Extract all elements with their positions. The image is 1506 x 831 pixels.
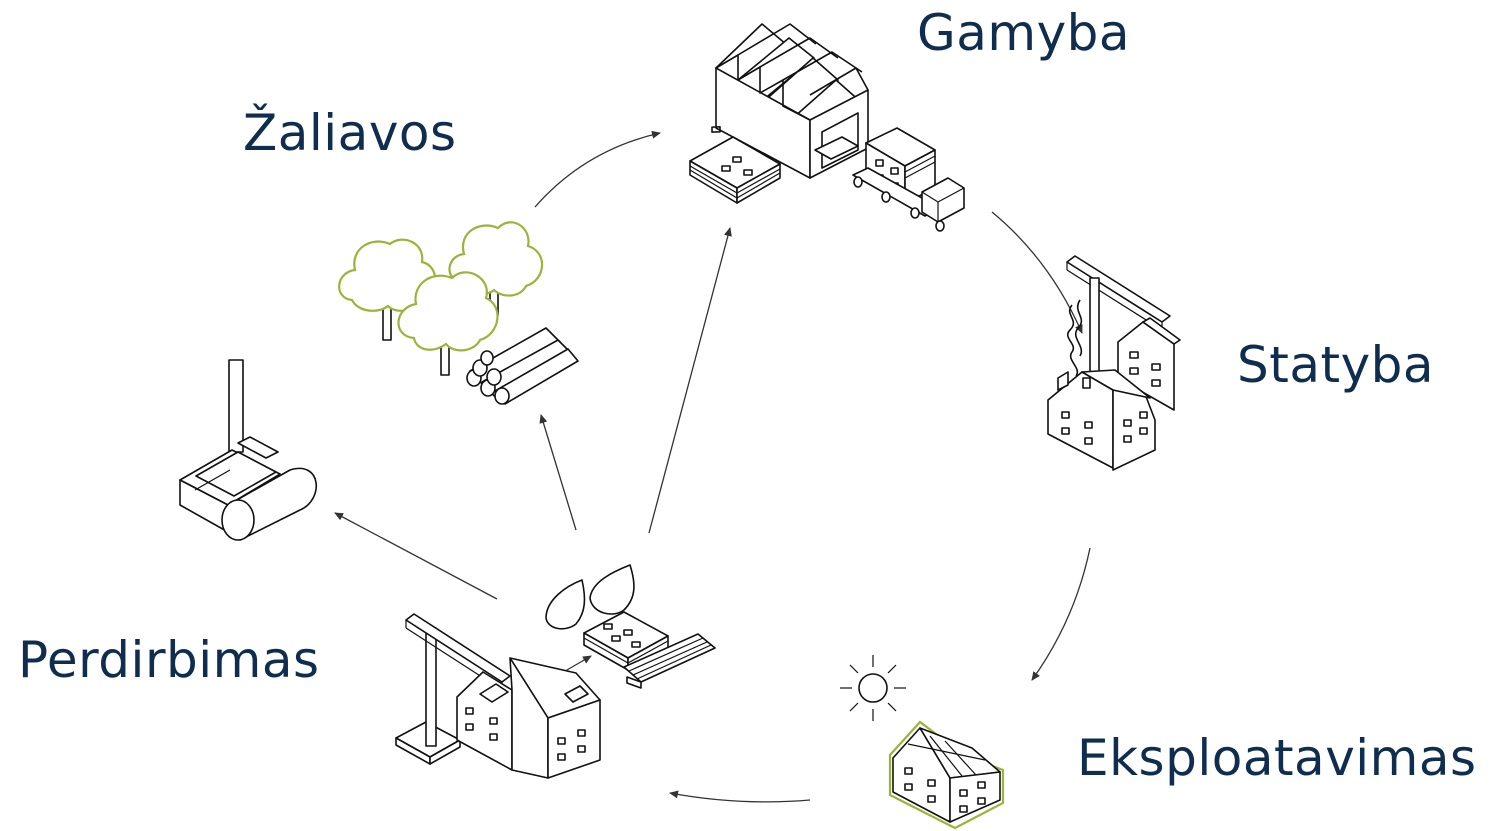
arrow-perdirbimas-to-incinerator (334, 512, 498, 600)
arrow-gamyba-to-statyba (991, 211, 1083, 334)
label-perdirbimas: Perdirbimas (18, 631, 320, 689)
factory-with-truck-icon (689, 23, 965, 232)
recovered-materials-icon (545, 564, 716, 689)
arrow-statyba-to-eksploatavimas (1031, 547, 1091, 681)
arrow-materials-to-gamyba (648, 227, 732, 534)
arrow-eksploatavimas-to-perdirbimas (669, 790, 811, 803)
solar-house-icon (840, 655, 1005, 830)
label-zaliavos: Žaliavos (243, 104, 457, 162)
demolition-house-icon (395, 613, 601, 779)
label-statyba: Statyba (1237, 336, 1435, 394)
arrow-zaliavos-to-gamyba (534, 130, 661, 208)
sun-icon (840, 655, 906, 721)
arrow-materials-to-zaliavos (539, 414, 577, 531)
incinerator-plant-icon (179, 359, 317, 541)
crane-building-house-icon (1047, 255, 1181, 471)
trees-and-logs-icon (338, 221, 579, 405)
label-eksploatavimas: Eksploatavimas (1077, 729, 1477, 787)
label-gamyba: Gamyba (917, 4, 1131, 62)
